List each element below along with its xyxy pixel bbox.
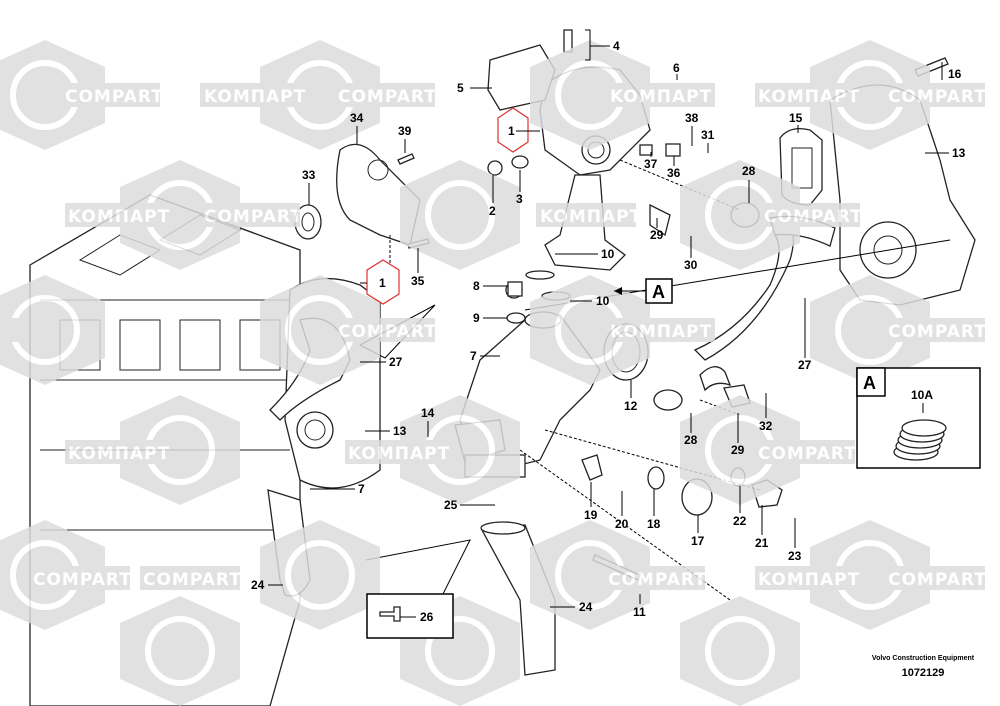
callout-7: 7 xyxy=(470,349,477,363)
callout-6: 6 xyxy=(673,61,680,75)
callout-9: 9 xyxy=(473,311,480,325)
callout-24: 24 xyxy=(579,600,593,614)
watermark-bands xyxy=(0,83,985,590)
callout-16: 16 xyxy=(948,67,962,81)
watermark-text: COMPART xyxy=(888,570,987,590)
callout-26: 26 xyxy=(420,610,434,624)
watermark-text: COMPART xyxy=(33,570,132,590)
callout-19: 19 xyxy=(584,508,598,522)
callout-29: 29 xyxy=(650,228,664,242)
organization-name: Volvo Construction Equipment xyxy=(871,655,975,662)
callout-34: 34 xyxy=(350,111,364,125)
watermark-text: KOMПАРТ xyxy=(348,444,450,464)
callout-20: 20 xyxy=(615,517,629,531)
callout-15: 15 xyxy=(789,111,803,125)
watermark-text: COMPART xyxy=(888,87,987,107)
watermark-text: COMPART xyxy=(65,87,164,107)
callout-29: 29 xyxy=(731,443,745,457)
watermark-text: KOMПАРТ xyxy=(758,570,860,590)
callout-17: 17 xyxy=(691,534,705,548)
hex-callout[interactable]: 1 xyxy=(497,107,540,153)
watermark-text: KOMПАРТ xyxy=(68,444,170,464)
callout-2: 2 xyxy=(489,204,496,218)
callout-33: 33 xyxy=(302,168,316,182)
watermark-text: COMPART xyxy=(338,87,437,107)
watermark-layer: COMPART KOMПАРТ COMPART KOMПАРТ KOMПАРТ … xyxy=(0,40,987,706)
callout-31: 31 xyxy=(701,128,715,142)
drawing-footer: Volvo Construction Equipment 1072129 xyxy=(868,654,978,679)
callout-12: 12 xyxy=(624,399,638,413)
watermark-text: COMPART xyxy=(888,322,987,342)
inset-marker-label: A xyxy=(863,373,876,393)
callout-35: 35 xyxy=(411,274,425,288)
callout-10A: 10A xyxy=(911,388,933,402)
callout-10: 10 xyxy=(601,247,615,261)
watermark-text: COMPART xyxy=(338,322,437,342)
watermark-text: KOMПАРТ xyxy=(204,87,306,107)
watermark-text: COMPART xyxy=(764,207,863,227)
watermark-text: KOMПАРТ xyxy=(610,322,712,342)
callout-label: 1 xyxy=(379,276,386,290)
detail-pointer xyxy=(365,539,471,601)
callout-36: 36 xyxy=(667,166,681,180)
callout-13: 13 xyxy=(393,424,407,438)
callout-4: 4 xyxy=(613,39,620,53)
hex-callout[interactable]: 1 xyxy=(360,259,400,305)
callout-38: 38 xyxy=(685,111,699,125)
callout-28: 28 xyxy=(684,433,698,447)
callouts: 4 5 6 16 15 34 39 38 31 13 33 37 36 28 2… xyxy=(251,29,966,624)
callout-18: 18 xyxy=(647,517,661,531)
callout-25: 25 xyxy=(444,498,458,512)
callout-27: 27 xyxy=(389,355,403,369)
callout-39: 39 xyxy=(398,124,412,138)
callout-label: 1 xyxy=(508,124,515,138)
callout-5: 5 xyxy=(457,81,464,95)
bolt-26 xyxy=(379,606,401,622)
inset-detail-a: A 10A xyxy=(856,367,981,469)
callout-10: 10 xyxy=(596,294,610,308)
bellows-10a xyxy=(893,419,947,461)
watermark-text: KOMПАРТ xyxy=(758,87,860,107)
watermark-text: KOMПАРТ xyxy=(68,207,170,227)
watermark-text: COMPART xyxy=(143,570,242,590)
callout-37: 37 xyxy=(644,157,658,171)
drawing-number: 1072129 xyxy=(901,667,945,679)
callout-13: 13 xyxy=(952,146,966,160)
callout-8: 8 xyxy=(473,279,480,293)
callout-14: 14 xyxy=(421,406,435,420)
callout-11: 11 xyxy=(633,605,646,619)
callout-24: 24 xyxy=(251,578,265,592)
callout-22: 22 xyxy=(733,514,747,528)
watermark-text: COMPART xyxy=(204,207,303,227)
detail-marker-a[interactable]: A xyxy=(614,278,673,304)
callout-30: 30 xyxy=(684,258,698,272)
watermark-text: KOMПАРТ xyxy=(610,87,712,107)
callout-28: 28 xyxy=(742,164,756,178)
detail-marker-label: A xyxy=(652,282,665,302)
callout-21: 21 xyxy=(755,536,769,550)
watermark-text: COMPART xyxy=(608,570,707,590)
callout-3: 3 xyxy=(516,192,523,206)
watermark-text: COMPART xyxy=(758,444,857,464)
callout-32: 32 xyxy=(759,419,773,433)
watermark-text: KOMПАРТ xyxy=(540,207,642,227)
callout-7: 7 xyxy=(358,482,365,496)
callout-23: 23 xyxy=(788,549,802,563)
callout-27: 27 xyxy=(798,358,812,372)
